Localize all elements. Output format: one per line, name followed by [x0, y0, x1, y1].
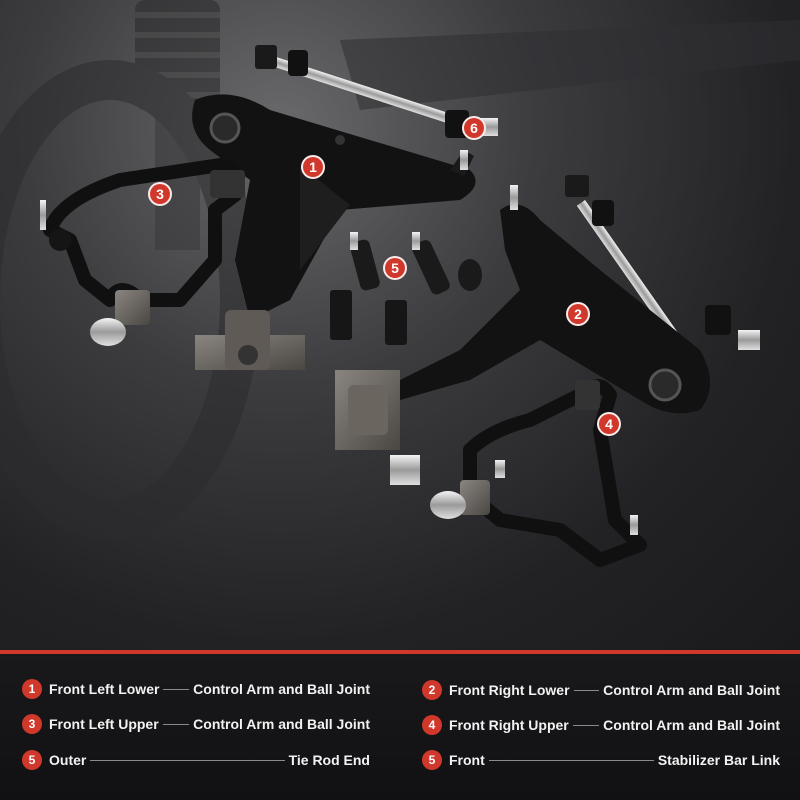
legend-leader	[163, 688, 190, 690]
callout-6: 6	[462, 116, 486, 140]
legend-position: Front Right Upper	[449, 717, 569, 733]
legend-position: Front Right Lower	[449, 682, 570, 698]
legend-position: Front Left Upper	[49, 716, 159, 732]
legend-number: 4	[422, 715, 442, 735]
legend-row: 2 Front Right Lower Control Arm and Ball…	[422, 678, 780, 702]
product-photo: 1 2 3 4 5 6	[0, 0, 800, 650]
legend-part: Tie Rod End	[288, 752, 370, 768]
legend-leader	[573, 689, 600, 691]
accent-divider	[0, 650, 800, 654]
legend-part: Stabilizer Bar Link	[657, 752, 780, 768]
legend-leader	[572, 724, 600, 726]
legend-number: 5	[22, 750, 42, 770]
legend-leader	[488, 759, 654, 761]
legend-row: 4 Front Right Upper Control Arm and Ball…	[422, 713, 780, 737]
legend-number: 5	[422, 750, 442, 770]
callout-1: 1	[301, 155, 325, 179]
legend-part: Control Arm and Ball Joint	[193, 716, 370, 732]
parts-illustration	[40, 12, 800, 567]
legend-row: 5 Front Stabilizer Bar Link	[422, 748, 780, 772]
front-right-lower-control-arm	[335, 185, 710, 485]
legend-position: Outer	[49, 752, 87, 768]
callout-5: 5	[383, 256, 407, 280]
stabilizer-bar-link-lower	[565, 175, 760, 354]
outer-tie-rod-ends	[330, 232, 482, 345]
legend-number: 3	[22, 714, 42, 734]
callout-2: 2	[566, 302, 590, 326]
legend-position: Front Left Lower	[49, 681, 160, 697]
parts-legend: 1 Front Left Lower Control Arm and Ball …	[0, 654, 800, 800]
legend-row: 5 Outer Tie Rod End	[22, 748, 370, 772]
legend-row: 3 Front Left Upper Control Arm and Ball …	[22, 712, 370, 736]
legend-part: Control Arm and Ball Joint	[193, 681, 370, 697]
legend-position: Front	[449, 752, 485, 768]
legend-leader	[90, 759, 285, 761]
callout-4: 4	[597, 412, 621, 436]
front-left-upper-control-arm	[40, 158, 245, 346]
legend-leader	[162, 723, 190, 725]
front-right-upper-control-arm	[430, 379, 647, 567]
legend-row: 1 Front Left Lower Control Arm and Ball …	[22, 677, 370, 701]
legend-number: 1	[22, 679, 42, 699]
front-left-lower-control-arm	[192, 94, 476, 370]
legend-part: Control Arm and Ball Joint	[603, 717, 780, 733]
legend-number: 2	[422, 680, 442, 700]
background-strut	[135, 12, 800, 250]
legend-part: Control Arm and Ball Joint	[603, 682, 780, 698]
callout-3: 3	[148, 182, 172, 206]
